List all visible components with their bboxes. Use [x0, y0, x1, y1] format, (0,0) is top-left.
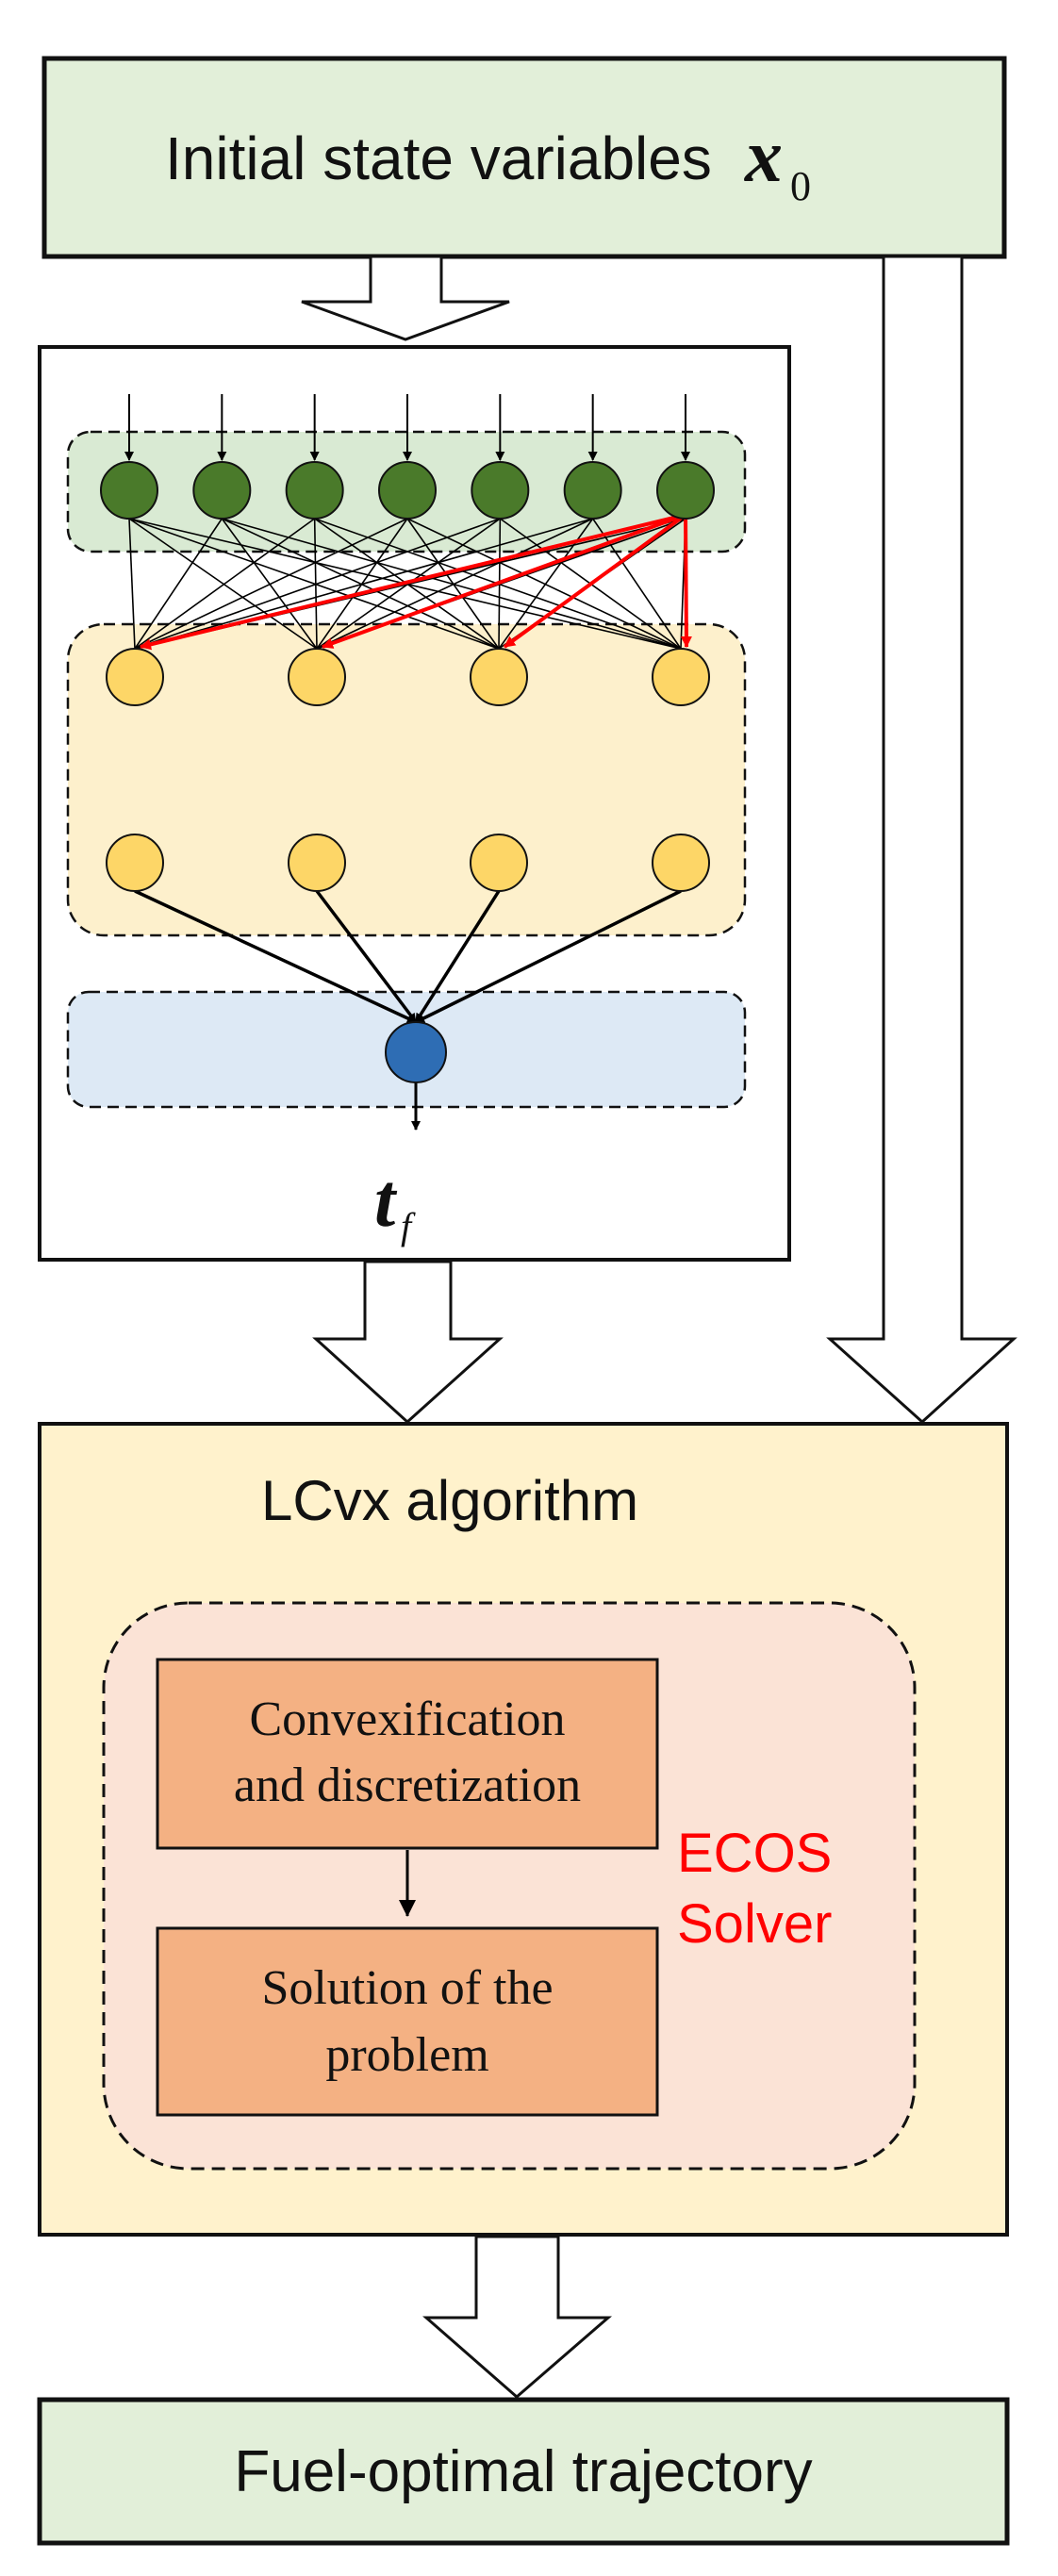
input-node — [192, 461, 252, 520]
initial-state-label: Initial state variables — [165, 124, 712, 192]
input-hidden-edge — [221, 518, 500, 650]
fuel-optimal-trajectory-box — [37, 2397, 1010, 2546]
output-node — [385, 1021, 447, 1083]
input-hidden-edge — [134, 518, 316, 650]
hidden-output-edge — [414, 890, 501, 1023]
convexification-step-line2: and discretization — [234, 1759, 581, 1812]
input-hidden-edge — [134, 518, 501, 650]
arrow-input-to-lcvx — [826, 255, 1017, 1425]
convexification-step — [156, 1658, 659, 1850]
highlighted-edge — [140, 513, 686, 651]
input-hidden-edge — [316, 518, 594, 650]
arrow-network-to-lcvx — [312, 1260, 504, 1425]
hidden-node-layer2 — [470, 834, 528, 892]
input-hidden-edge — [128, 518, 318, 650]
initial-state-subscript: 0 — [790, 163, 811, 209]
hidden-node-layer1 — [470, 648, 528, 706]
highlighted-connections — [140, 513, 692, 651]
ecos-label: ECOS — [677, 1823, 832, 1884]
input-node — [563, 461, 622, 520]
highlighted-edge — [503, 513, 687, 649]
hidden-node-layer2 — [652, 834, 710, 892]
input-hidden-edge — [128, 518, 136, 650]
solver-label: Solver — [677, 1893, 832, 1955]
input-hidden-edge — [134, 518, 223, 650]
output-time-symbol: t — [374, 1160, 398, 1243]
input-hidden-edge — [134, 518, 593, 650]
input-node — [471, 461, 530, 520]
hidden-node-layer2 — [288, 834, 346, 892]
highlighted-edge — [322, 513, 686, 649]
arrow-lcvx-to-output — [422, 2235, 613, 2399]
lcvx-title: LCvx algorithm — [261, 1469, 638, 1532]
input-hidden-edge — [592, 518, 682, 650]
hidden-layers-region — [66, 622, 747, 937]
initial-state-box — [41, 56, 1007, 259]
hidden-output-edge — [315, 889, 418, 1024]
solution-step-line2: problem — [325, 2028, 488, 2082]
hidden-node-layer2 — [106, 834, 164, 892]
hidden-output-edge — [134, 889, 417, 1024]
hidden-node-layer1 — [106, 648, 164, 706]
input-node — [656, 461, 715, 520]
arrow-input-to-network — [301, 255, 510, 341]
input-hidden-edge — [128, 518, 500, 650]
convexification-step-line1: Convexification — [249, 1693, 565, 1746]
hidden-output-edge — [415, 889, 682, 1024]
solution-step-line1: Solution of the — [261, 1961, 553, 2015]
solution-step — [156, 1926, 659, 2117]
hidden-node-layer1 — [652, 648, 710, 706]
network-nodes — [100, 461, 715, 1083]
fuel-optimal-trajectory-label: Fuel-optimal trajectory — [234, 2439, 812, 2504]
initial-state-symbol: x — [744, 115, 783, 198]
input-hidden-edge — [406, 518, 682, 650]
input-node — [100, 461, 158, 520]
hidden-node-layer1 — [288, 648, 346, 706]
input-hidden-edge — [134, 518, 408, 650]
input-node — [285, 461, 344, 520]
input-node — [378, 461, 437, 520]
input-hidden-edge — [222, 518, 682, 650]
